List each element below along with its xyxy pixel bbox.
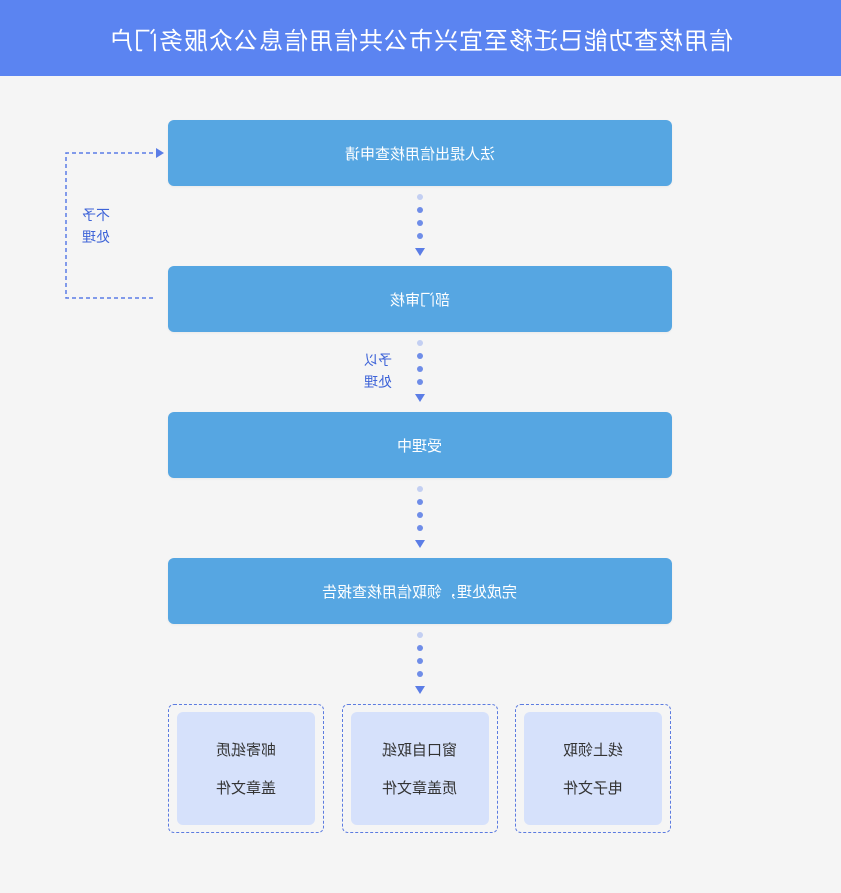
option-window-pickup: 窗口自取纸 质盖章文件 [342, 704, 498, 833]
option-online-download: 线上领取 电子文件 [515, 704, 671, 833]
option-mail-delivery: 邮寄纸质 盖章文件 [168, 704, 324, 833]
arrow-down-icon [415, 686, 425, 694]
reject-label-line2: 处理 [82, 230, 110, 246]
step-processing: 受理中 [168, 412, 672, 478]
step-complete: 完成处理，领取信用核查报告 [168, 558, 672, 624]
arrow-down-icon [415, 540, 425, 548]
option-online-line1: 线上领取 [562, 740, 623, 759]
option-window-line2: 质盖章文件 [382, 778, 458, 797]
reject-loop-arrow [65, 148, 164, 299]
arrow-down-icon [415, 248, 425, 256]
reject-label: 不予 处理 [82, 205, 122, 249]
page-title: 信用核查功能已迁移至宜兴市公共信用信息公众服务门户 [108, 26, 733, 55]
step-review-label: 部门审核 [389, 290, 450, 309]
step-complete-label: 完成处理，领取信用核查报告 [322, 582, 518, 601]
option-mail-line1: 邮寄纸质 [215, 740, 276, 759]
accept-label: 予以 处理 [364, 350, 404, 394]
accept-label-line1: 予以 [364, 353, 392, 369]
arrow-right-icon [156, 148, 164, 158]
page-header: 信用核查功能已迁移至宜兴市公共信用信息公众服务门户 [0, 0, 841, 76]
step-processing-label: 受理中 [397, 436, 443, 455]
step-review: 部门审核 [168, 266, 672, 332]
step-apply-label: 法人提出信用核查申请 [344, 144, 495, 163]
option-window-line1: 窗口自取纸 [382, 740, 458, 759]
reject-label-line1: 不予 [82, 208, 110, 224]
option-mail-line2: 盖章文件 [215, 778, 276, 797]
accept-label-line2: 处理 [364, 375, 392, 391]
option-online-line2: 电子文件 [562, 778, 623, 797]
arrow-down-icon [415, 394, 425, 402]
step-apply: 法人提出信用核查申请 [168, 120, 672, 186]
